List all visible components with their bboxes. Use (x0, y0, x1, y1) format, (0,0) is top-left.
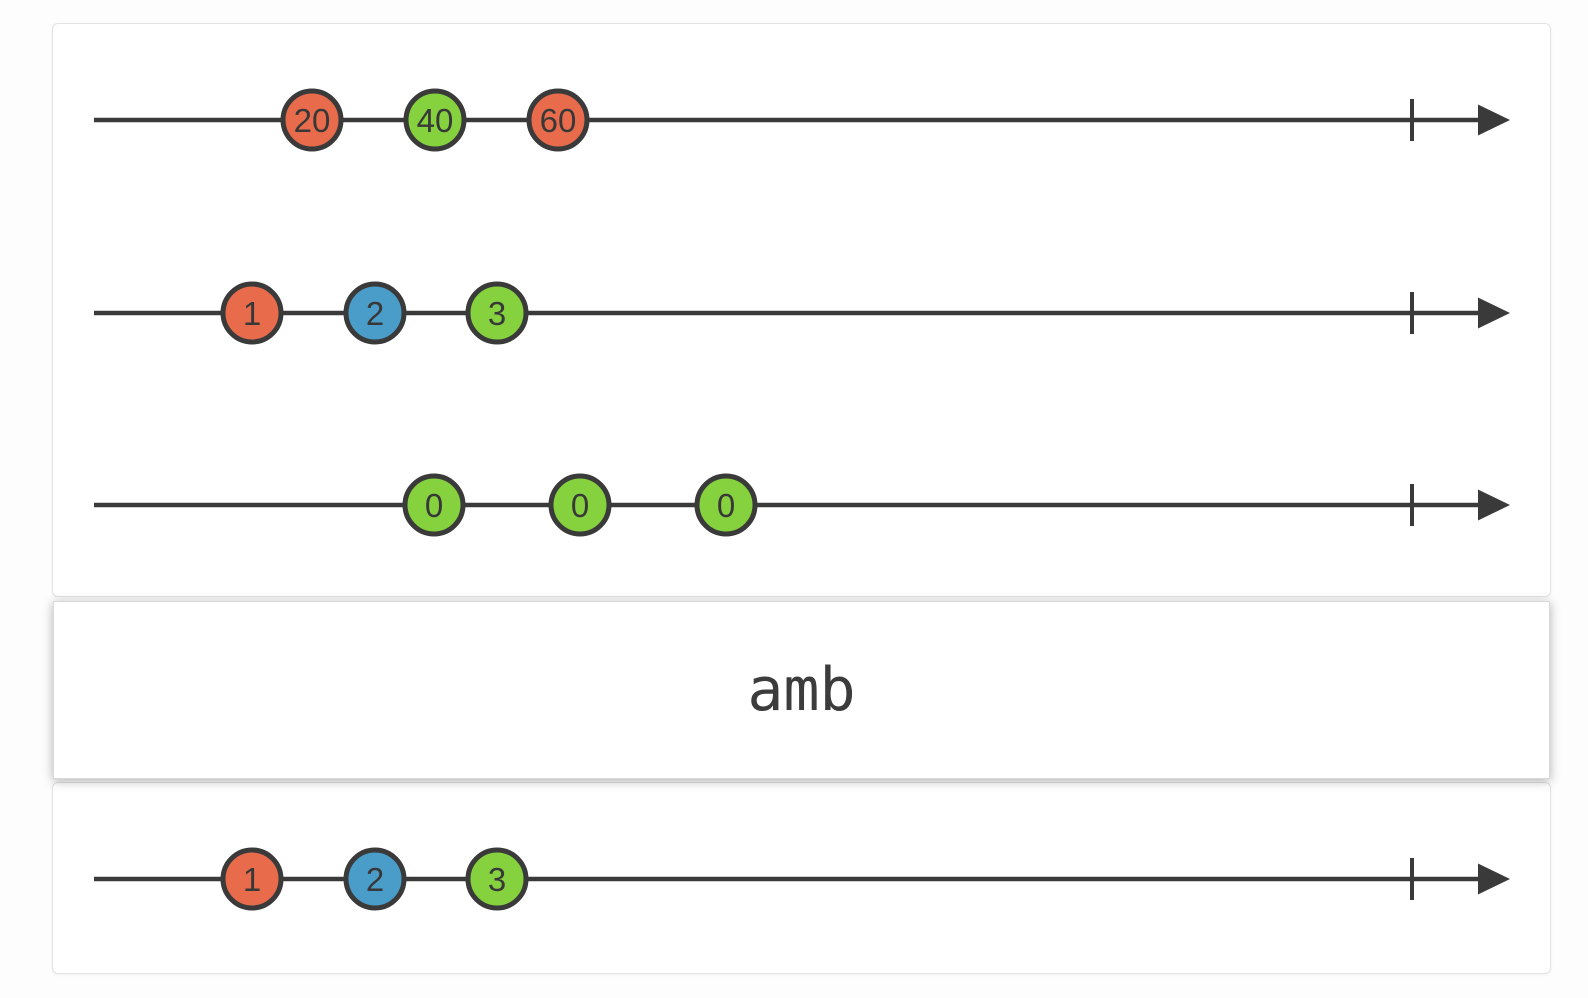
marble[interactable]: 60 (526, 88, 590, 152)
input-stream-2: 1 2 3 (53, 253, 1550, 373)
marble-value: 3 (488, 861, 506, 898)
marble-value: 1 (243, 295, 261, 332)
marble[interactable]: 0 (694, 473, 758, 537)
marble-circle (343, 847, 407, 911)
marble-circle[interactable] (280, 88, 344, 152)
marble-value: 0 (717, 487, 735, 524)
marble[interactable]: 2 (343, 281, 407, 345)
timeline-arrowhead-icon (1478, 297, 1510, 329)
marble-circle[interactable] (465, 281, 529, 345)
marble[interactable]: 40 (403, 88, 467, 152)
timeline-arrowhead-icon (1478, 489, 1510, 521)
marble-circle[interactable] (402, 473, 466, 537)
marble: 1 (220, 847, 284, 911)
marble-value: 2 (366, 861, 384, 898)
marble[interactable]: 0 (548, 473, 612, 537)
marble: 3 (465, 847, 529, 911)
marble-value: 0 (425, 487, 443, 524)
timeline-arrowhead-icon (1478, 863, 1510, 895)
marble-value: 20 (294, 102, 331, 139)
marble-value: 3 (488, 295, 506, 332)
marble-circle[interactable] (548, 473, 612, 537)
output-stream-svg: 1 2 3 (94, 847, 1510, 911)
marble: 2 (343, 847, 407, 911)
marble[interactable]: 20 (280, 88, 344, 152)
marble-circle[interactable] (694, 473, 758, 537)
input-stream-3-svg: 0 0 0 (94, 473, 1510, 537)
marble-value: 1 (243, 861, 261, 898)
operator-box: amb (53, 601, 1550, 779)
marble-value: 40 (417, 102, 454, 139)
timeline-arrowhead-icon (1478, 104, 1510, 136)
marble-circle[interactable] (403, 88, 467, 152)
marble-circle[interactable] (220, 281, 284, 345)
marble[interactable]: 0 (402, 473, 466, 537)
marble-circle[interactable] (343, 281, 407, 345)
input-streams-card: 20 40 60 1 2 3 0 0 0 (52, 23, 1551, 597)
marble[interactable]: 3 (465, 281, 529, 345)
marble-value: 2 (366, 295, 384, 332)
marble-value: 60 (540, 102, 577, 139)
input-stream-2-svg: 1 2 3 (94, 281, 1510, 345)
input-stream-1: 20 40 60 (53, 60, 1550, 180)
marble-circle (465, 847, 529, 911)
output-stream-card: 1 2 3 (52, 782, 1551, 974)
input-stream-3: 0 0 0 (53, 445, 1550, 565)
marble-value: 0 (571, 487, 589, 524)
marble-circle[interactable] (526, 88, 590, 152)
marble[interactable]: 1 (220, 281, 284, 345)
output-stream: 1 2 3 (53, 819, 1550, 939)
marble-circle (220, 847, 284, 911)
operator-label: amb (747, 655, 856, 725)
input-stream-1-svg: 20 40 60 (94, 88, 1510, 152)
